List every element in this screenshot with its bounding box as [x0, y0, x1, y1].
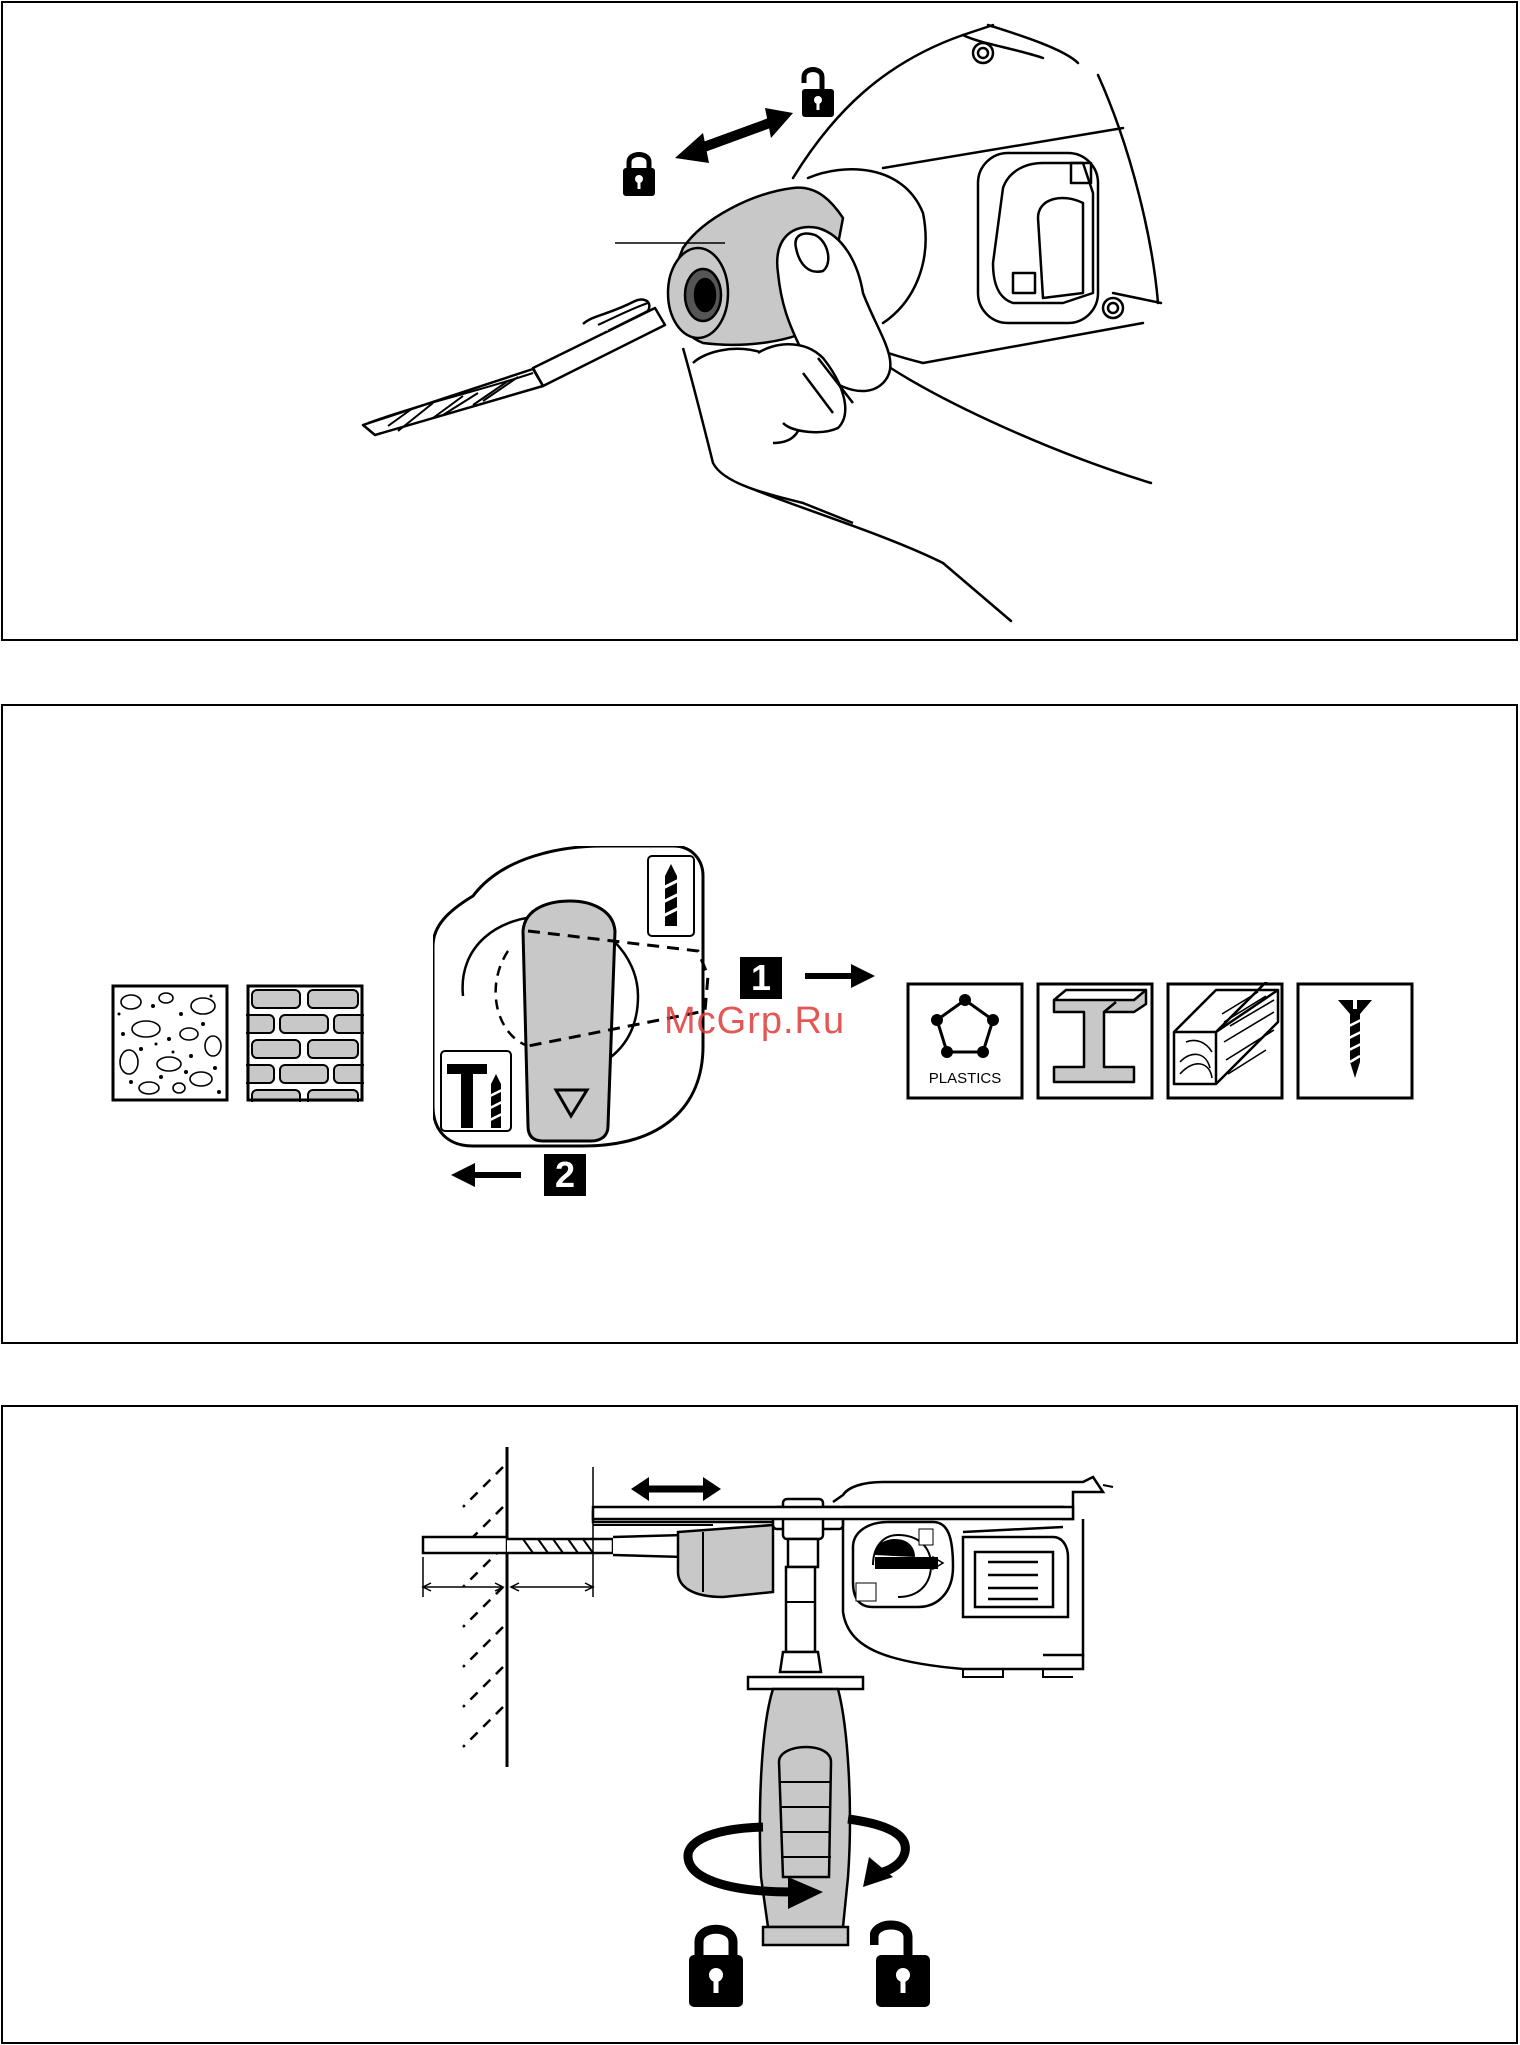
panel-depth-stop-handle: [1, 1405, 1518, 2044]
brick-icon: [246, 984, 364, 1102]
plastics-label: PLASTICS: [929, 1070, 1002, 1087]
chuck-illustration: [3, 3, 1518, 639]
drill-mode-icon: [648, 856, 694, 936]
watermark: McGrp.Ru: [664, 1000, 845, 1043]
screw-icon: [1296, 982, 1414, 1100]
arrow-right-icon: [803, 961, 878, 991]
lock-icon: [687, 1917, 745, 2009]
hammer-drill-mode-icon: [441, 1051, 511, 1131]
unlock-icon: [870, 1915, 932, 2009]
depth-stop-illustration: [3, 1407, 1518, 2042]
steel-icon: [1036, 982, 1154, 1100]
unlock-icon: [800, 65, 836, 119]
concrete-icon: [111, 984, 229, 1102]
arrow-left-icon: [449, 1160, 524, 1190]
step-1-badge: 1: [740, 957, 782, 999]
depth-stop-double-arrow: [631, 1477, 721, 1501]
panel-chuck-lock: [1, 1, 1518, 641]
plastics-icon: PLASTICS: [906, 982, 1024, 1100]
step-2-badge: 2: [544, 1154, 586, 1196]
lock-icon: [621, 148, 657, 198]
wood-icon: [1166, 982, 1284, 1100]
slide-double-arrow: [675, 108, 793, 163]
